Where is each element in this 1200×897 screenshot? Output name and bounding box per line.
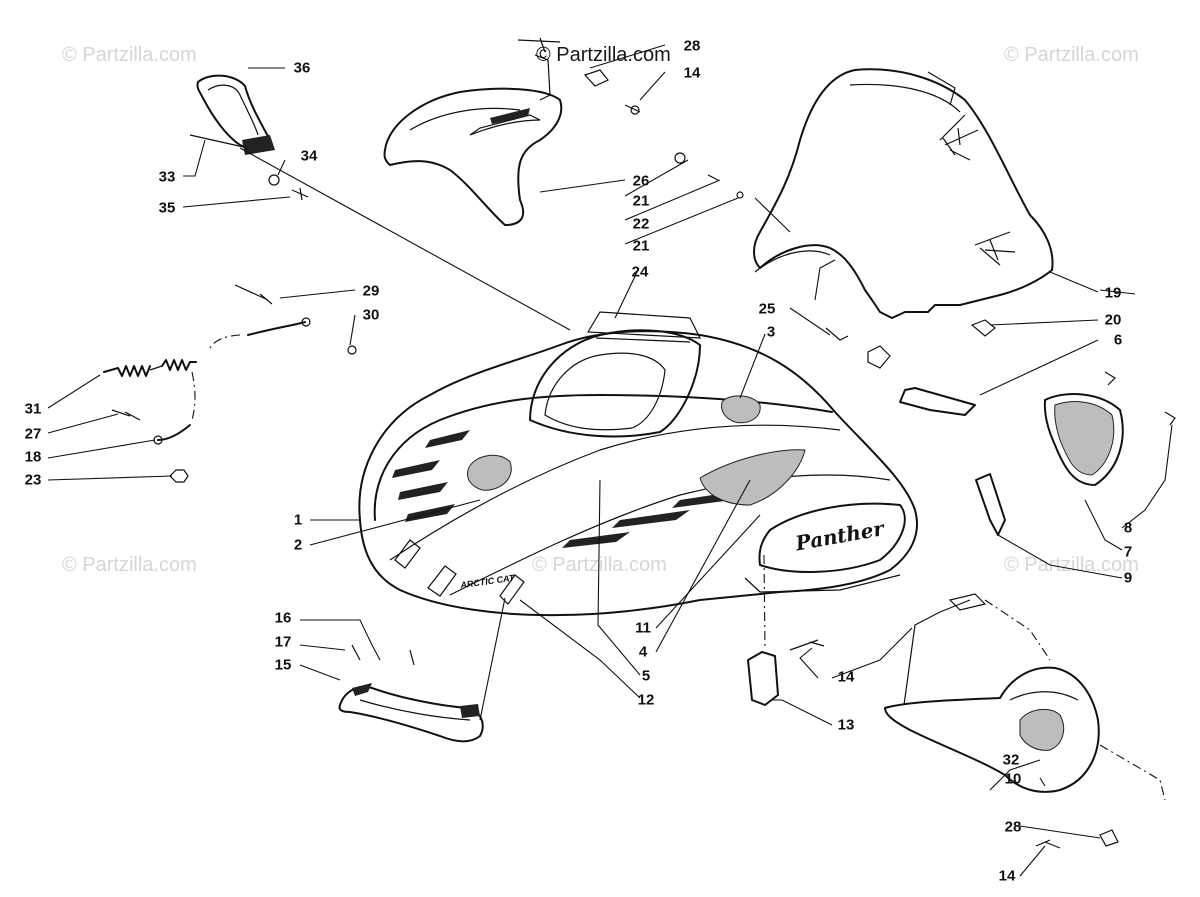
front-bumper-drawing — [338, 644, 484, 743]
callout-34: 34 — [300, 147, 318, 165]
fasteners-top-drawing — [583, 69, 791, 233]
callout-9: 9 — [1123, 569, 1133, 587]
lower-cowl-drawing — [884, 593, 1166, 849]
callout-28-bottom: 28 — [1004, 818, 1022, 836]
callout-5: 5 — [641, 667, 651, 685]
headlight-cover-drawing — [383, 37, 563, 226]
callout-13: 13 — [837, 716, 855, 734]
leader-lines — [47, 44, 1173, 877]
callout-10: 10 — [1004, 770, 1022, 788]
center-right-parts-drawing — [814, 259, 996, 416]
callout-33: 33 — [158, 168, 176, 186]
callout-3: 3 — [766, 323, 776, 341]
callout-31: 31 — [24, 400, 42, 418]
callout-24: 24 — [631, 263, 649, 281]
callout-35: 35 — [158, 199, 176, 217]
callout-36: 36 — [293, 59, 311, 77]
callout-19: 19 — [1104, 284, 1122, 302]
cable-assembly-drawing — [103, 284, 357, 483]
hood-drawing — [358, 311, 918, 617]
callout-28-top: 28 — [683, 37, 701, 55]
side-vent-drawing — [975, 371, 1176, 536]
callout-12: 12 — [637, 691, 655, 709]
callout-23: 23 — [24, 471, 42, 489]
panther-decal-text: Panther — [795, 522, 886, 556]
callout-17: 17 — [274, 633, 292, 651]
watermark-top-right: © Partzilla.com — [1004, 44, 1139, 66]
callout-32: 32 — [1002, 751, 1020, 769]
brand-decal-text: ARCTIC CAT — [460, 574, 515, 591]
callout-14-bottom: 14 — [998, 867, 1016, 885]
callout-6: 6 — [1113, 331, 1123, 349]
callout-15: 15 — [274, 656, 292, 674]
watermark-mid-right: © Partzilla.com — [1004, 554, 1139, 576]
watermark-mid-left: © Partzilla.com — [62, 554, 197, 576]
windshield-drawing — [753, 68, 1054, 319]
callout-26: 26 — [632, 172, 650, 190]
watermark-main: © Partzilla.com — [536, 44, 671, 66]
callout-30: 30 — [362, 306, 380, 324]
callout-14-mid: 14 — [837, 668, 855, 686]
callout-27: 27 — [24, 425, 42, 443]
bracket-drawing — [747, 554, 825, 706]
callout-14-top: 14 — [683, 64, 701, 82]
callout-11: 11 — [635, 619, 651, 637]
callout-7: 7 — [1123, 543, 1133, 561]
callout-16: 16 — [274, 609, 292, 627]
callout-2: 2 — [293, 536, 303, 554]
callout-4: 4 — [638, 643, 648, 661]
watermark-top-left: © Partzilla.com — [62, 44, 197, 66]
callout-29: 29 — [362, 282, 380, 300]
callout-20: 20 — [1104, 311, 1122, 329]
watermark-mid-center: © Partzilla.com — [532, 554, 667, 576]
callout-25: 25 — [758, 300, 776, 318]
callout-18: 18 — [24, 448, 42, 466]
callout-21-a: 21 — [632, 192, 650, 210]
callout-21-b: 21 — [632, 237, 650, 255]
callout-22: 22 — [632, 215, 650, 233]
callout-8: 8 — [1123, 519, 1133, 537]
mirror-drawing — [189, 74, 309, 201]
callout-1: 1 — [293, 511, 303, 529]
